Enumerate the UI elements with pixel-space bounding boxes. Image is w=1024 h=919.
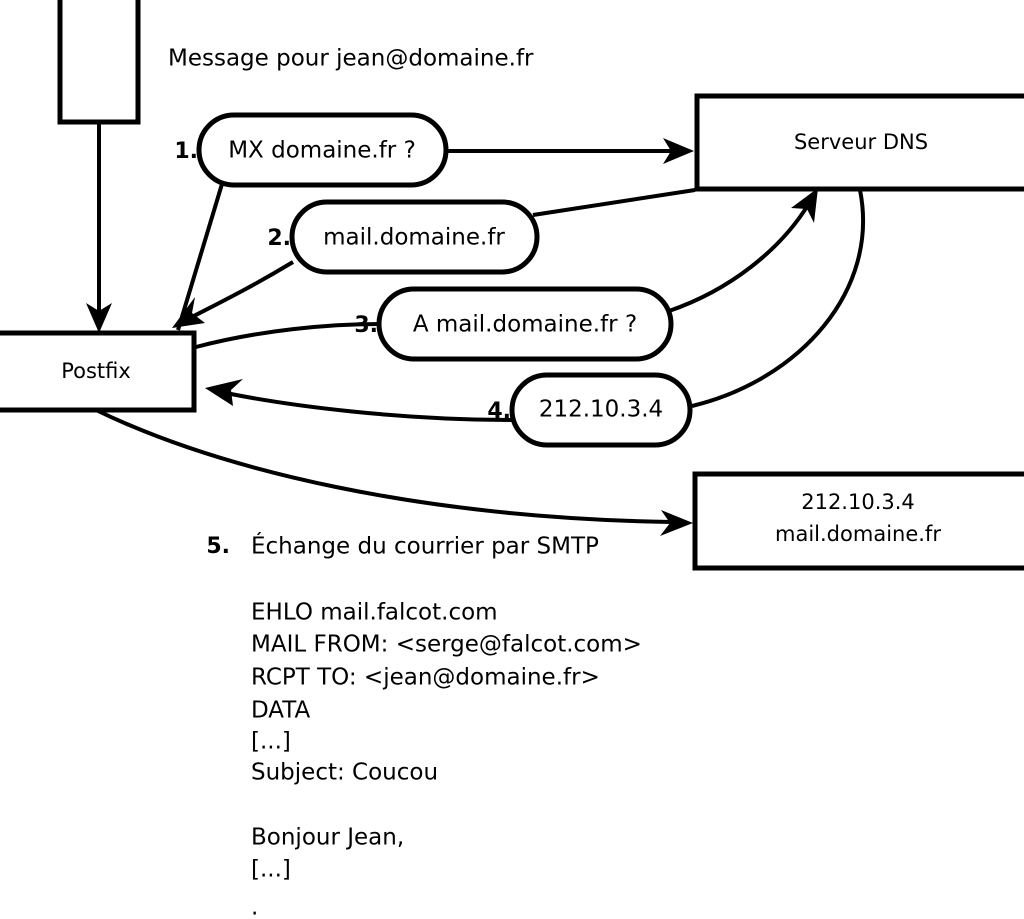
step-4-bubble-shape[interactable] [509,372,693,448]
step-3-number: 3. [354,313,378,338]
connector-step3-postfix-to-dns [195,188,818,349]
smtp-line-7: Bonjour Jean, [251,825,404,851]
smtp-line-0: EHLO mail.falcot.com [251,600,498,626]
mail-server-ip: 212.10.3.4 [801,490,915,514]
message-caption: Message pour jean@domaine.fr [168,46,534,72]
connector-step2-dns-to-postfix [172,188,696,328]
step-3-bubble-shape[interactable] [376,286,674,362]
mail-server-box[interactable] [692,471,1024,571]
smtp-line-5: Subject: Coucou [251,760,438,786]
connector-step1-postfix-to-dns [176,138,694,331]
postfix-label: Postfix [61,359,131,383]
smtp-line-1: MAIL FROM: <serge@falcot.com> [251,632,642,658]
connector-step5-postfix-to-mailserver [95,408,693,536]
postfix-node[interactable]: Postfix [0,330,197,413]
step-4-number: 4. [487,399,511,424]
step-5-number: 5. [206,534,230,559]
smtp-transcript: EHLO mail.falcot.com MAIL FROM: <serge@f… [251,600,642,919]
smtp-line-8: [...] [251,857,291,883]
smtp-line-4: [...] [251,729,291,755]
step-2-bubble-shape[interactable] [289,199,540,275]
dns-server-label: Serveur DNS [794,130,928,154]
connector-client-to-postfix [86,123,112,333]
mail-server-hostname: mail.domaine.fr [775,522,941,546]
smtp-line-10: . [251,895,258,919]
sender-client-box[interactable] [57,0,141,125]
step-4-label: 212.10.3.4 [539,397,663,423]
smtp-line-3: DATA [251,698,311,724]
smtp-line-2: RCPT TO: <jean@domaine.fr> [251,665,600,691]
step-1-number: 1. [174,139,198,164]
step-3-label: A mail.domaine.fr ? [413,312,637,338]
step-5-label: Échange du courrier par SMTP [251,532,599,560]
step-1-label: MX domaine.fr ? [228,138,416,164]
postfix-box[interactable] [0,330,197,413]
dns-server-node[interactable]: Serveur DNS [694,93,1024,192]
step-4-bubble[interactable]: 212.10.3.4 4. [487,372,693,448]
step-2-number: 2. [267,226,291,251]
step-2-label: mail.domaine.fr [323,225,505,251]
step-2-bubble[interactable]: mail.domaine.fr 2. [267,199,540,275]
mail-server-node[interactable]: 212.10.3.4 mail.domaine.fr [692,471,1024,571]
step-1-bubble-shape[interactable] [196,112,449,188]
step-1-bubble[interactable]: MX domaine.fr ? 1. [174,112,449,188]
dns-server-box[interactable] [694,93,1024,192]
step-3-bubble[interactable]: A mail.domaine.fr ? 3. [354,286,674,362]
connector-step4-dns-to-postfix [205,189,866,422]
